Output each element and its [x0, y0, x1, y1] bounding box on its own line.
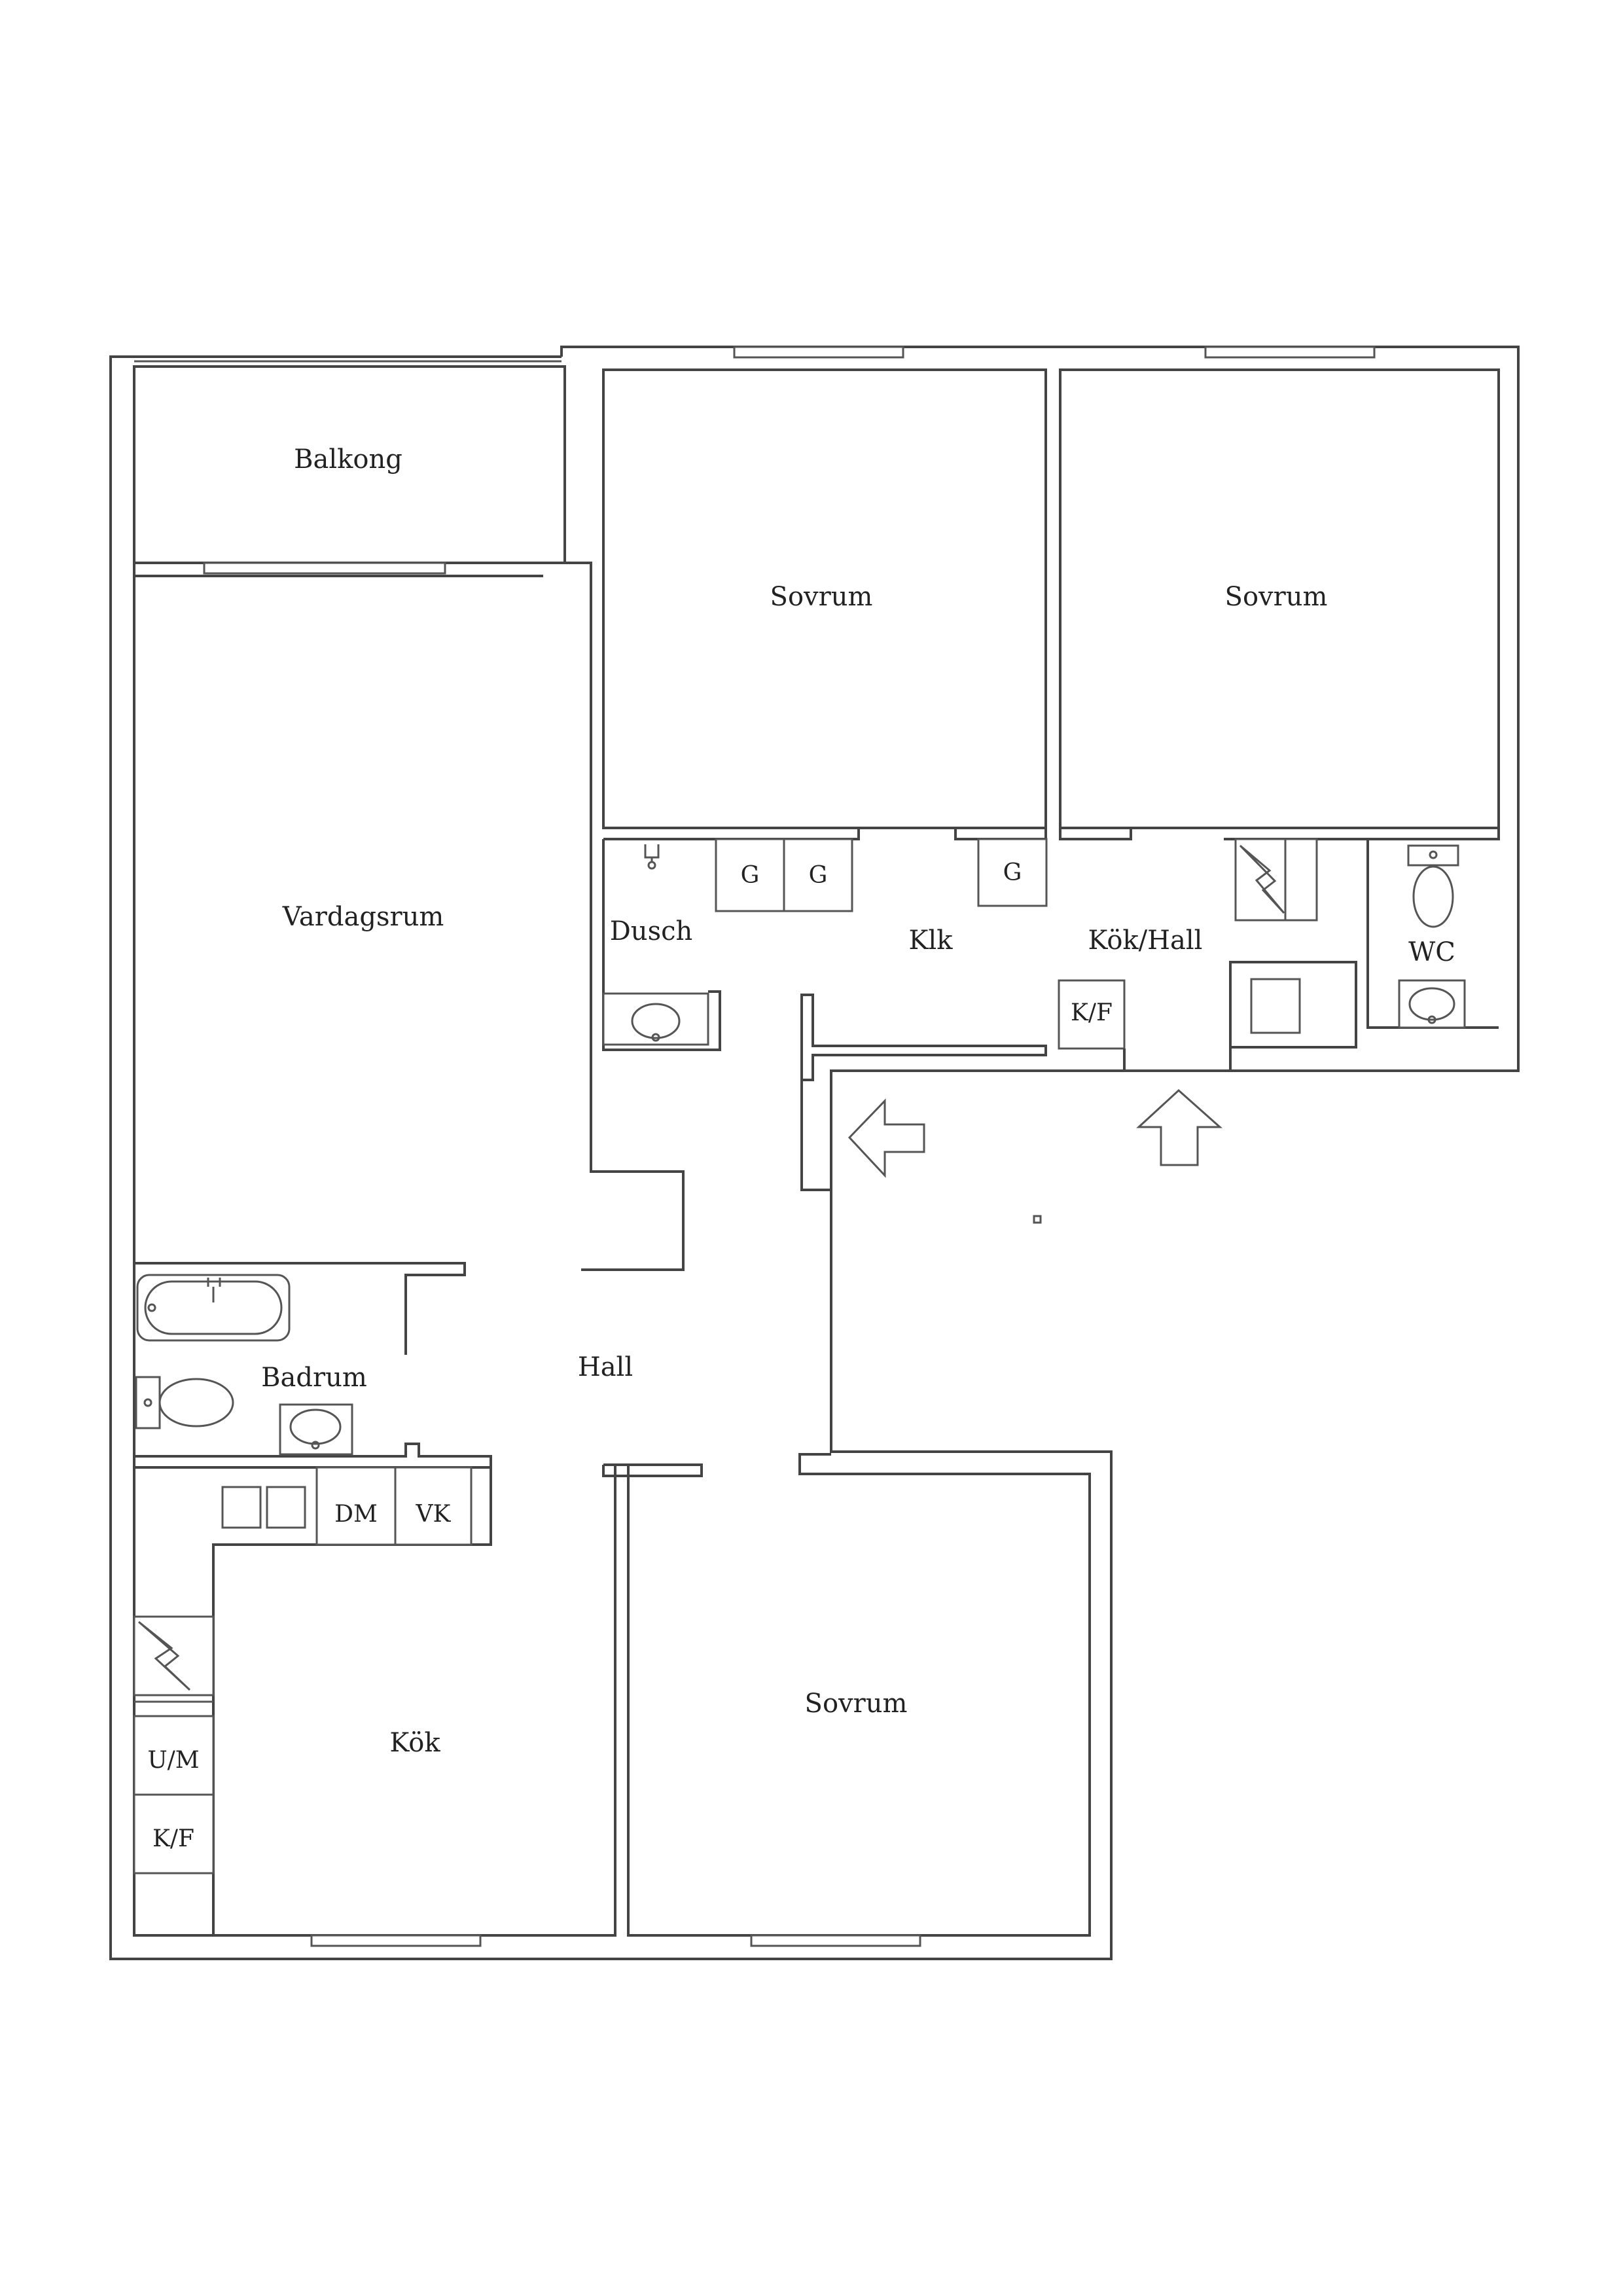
- wardrobes: [715, 838, 1048, 912]
- bathroom: [134, 1274, 492, 1467]
- label-wc: WC: [1408, 937, 1455, 967]
- marker-dot: [1033, 1215, 1042, 1224]
- klk-walls: [800, 961, 1357, 1081]
- label-fridge-freezer-upper: K/F: [1071, 999, 1113, 1026]
- label-badrum: Badrum: [261, 1363, 367, 1393]
- lightning-icon: [1239, 844, 1285, 914]
- label-wardrobe-3: G: [1003, 859, 1022, 886]
- label-oven-microwave: U/M: [147, 1747, 199, 1774]
- window-kitchen: [310, 1934, 482, 1947]
- toilet-icon: [1412, 865, 1454, 928]
- arrow-left-icon: [847, 1098, 925, 1178]
- label-sovrum-1: Sovrum: [770, 582, 873, 612]
- balcony-door: [203, 562, 446, 575]
- fixture-labels: G G G K/F DM VK U/M K/F: [147, 859, 1113, 1852]
- label-sovrum-2: Sovrum: [1225, 582, 1328, 612]
- label-vardagsrum: Vardagsrum: [282, 902, 444, 932]
- stove-icon: [1250, 978, 1301, 1034]
- label-kok: Kök: [389, 1728, 440, 1758]
- label-dusch: Dusch: [610, 916, 693, 946]
- sink-basin-1: [221, 1486, 262, 1529]
- fridge-freezer-upper: [1058, 979, 1126, 1050]
- label-washing-machine: VK: [416, 1501, 452, 1528]
- fridge-freezer-lower: [133, 1793, 215, 1874]
- label-fridge-freezer-lower: K/F: [152, 1825, 194, 1852]
- wc-room: [1366, 839, 1499, 1029]
- hall-walls: [602, 1080, 831, 1477]
- window-bedroom-1: [733, 346, 904, 359]
- kitchen: [133, 1466, 492, 1947]
- window-bedroom-2: [1204, 346, 1376, 359]
- label-sovrum-3: Sovrum: [805, 1689, 908, 1719]
- bedrooms-top: [602, 346, 1500, 840]
- shower-sink: [602, 992, 709, 1046]
- label-balkong: Balkong: [294, 444, 402, 475]
- shower-room: [602, 839, 721, 1051]
- label-dishwasher: DM: [334, 1501, 378, 1528]
- balcony: [133, 360, 566, 575]
- electric-panel-top: [1234, 838, 1318, 922]
- badrum-toilet-icon: [158, 1378, 234, 1427]
- living-room: [133, 562, 685, 1355]
- arrow-up-icon: [1136, 1088, 1222, 1166]
- shower-head-icon: [644, 844, 660, 863]
- room-labels: Balkong Vardagsrum Sovrum Sovrum Dusch K…: [261, 444, 1455, 1758]
- washing-machine: [394, 1466, 473, 1546]
- oven-microwave: [133, 1715, 215, 1796]
- wc-cistern: [1407, 844, 1459, 867]
- wardrobe-2: [783, 838, 853, 912]
- wardrobe-1: [715, 838, 785, 912]
- wardrobe-3: [977, 838, 1048, 907]
- lightning-icon-bottom: [138, 1621, 191, 1691]
- entrance-arrows: [847, 1088, 1222, 1224]
- label-hall: Hall: [578, 1352, 633, 1382]
- sink-basin-2: [266, 1486, 306, 1529]
- dishwasher: [315, 1466, 397, 1546]
- label-kok-hall: Kök/Hall: [1088, 925, 1203, 956]
- bathtub-icon: [136, 1274, 291, 1342]
- badrum-cistern: [135, 1376, 161, 1429]
- bedroom-bottom: [750, 1934, 921, 1947]
- label-klk: Klk: [909, 925, 954, 956]
- label-wardrobe-2: G: [809, 862, 828, 889]
- window-bedroom-3: [750, 1934, 921, 1947]
- label-wardrobe-1: G: [741, 862, 760, 889]
